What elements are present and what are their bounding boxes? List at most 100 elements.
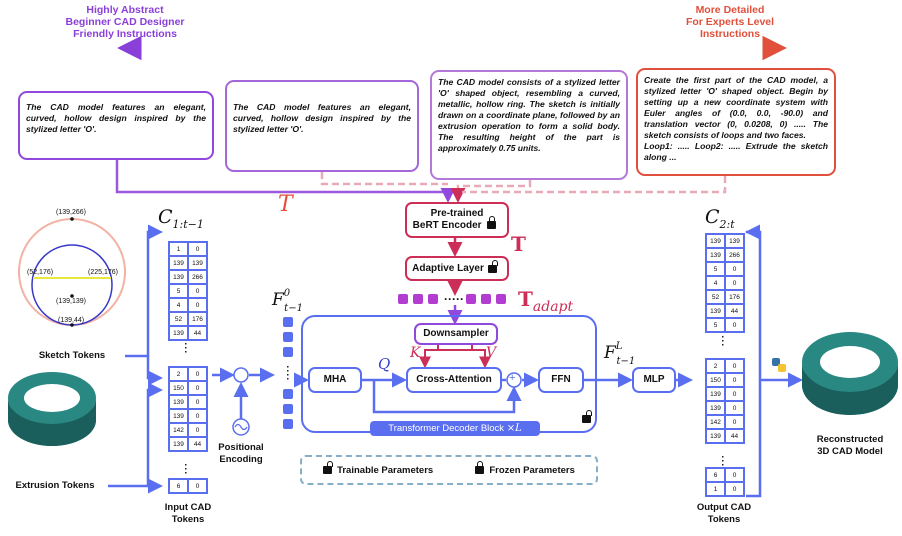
legend-trainable: Trainable Parameters [323, 460, 434, 476]
token-cell: 2 [169, 367, 188, 381]
c-output-sub: 2:t [719, 218, 735, 231]
f0-sub: t−1 [284, 303, 303, 314]
detailed-header-line1: More Detailed [695, 4, 765, 16]
token-cell: 2 [706, 359, 725, 373]
token-cell: 0 [725, 262, 744, 276]
input-cad-line2: Tokens [171, 514, 205, 525]
input-cad-tokens-label: Input CAD Tokens [148, 502, 228, 526]
decoder-trainable-lock-icon [582, 409, 592, 423]
token-cell: 142 [706, 415, 725, 429]
token-cell: 0 [188, 409, 207, 423]
token-cell: 0 [188, 367, 207, 381]
token-cell: 266 [188, 270, 207, 284]
token-cell: 5 [706, 262, 725, 276]
t-bold-symbol: T [511, 232, 526, 256]
input-token-ellipsis: ··· [184, 460, 188, 479]
token-cell: 139 [706, 429, 725, 443]
token-cell: 0 [725, 359, 744, 373]
positional-encoding-label: Positional Encoding [206, 442, 276, 466]
token-cell: 150 [706, 373, 725, 387]
downsampler-block: Downsampler [414, 323, 498, 345]
token-cell: 0 [725, 276, 744, 290]
reconstructed-model-label: Reconstructed 3D CAD Model [800, 434, 900, 458]
mha-block: MHA [308, 367, 362, 393]
trainable-legend-label: Trainable Parameters [337, 464, 434, 476]
token-cell: 0 [725, 482, 744, 496]
prompt-text-beginner: The CAD model features an elegant, curve… [233, 102, 411, 134]
token-cell: 44 [188, 437, 207, 451]
token-cell: 4 [169, 298, 188, 312]
adapt-token-square [496, 294, 506, 304]
output-token-ellipsis: ··· [721, 332, 725, 351]
token-cell: 176 [725, 290, 744, 304]
output-cad-tokens-label: Output CAD Tokens [684, 502, 764, 526]
output-cad-line2: Tokens [707, 514, 741, 525]
token-cell: 139 [706, 401, 725, 415]
f0-base: F [272, 290, 284, 310]
trainable-lock-icon [487, 259, 498, 273]
token-cell: 142 [169, 423, 188, 437]
reconstructed-line1: Reconstructed [816, 434, 884, 445]
token-cell: 4 [706, 276, 725, 290]
adaptive-layer-label: Adaptive Layer [412, 262, 484, 274]
extrusion-tokens-label: Extrusion Tokens [15, 480, 95, 491]
token-cell: 0 [725, 387, 744, 401]
fl-sub: t−1 [616, 356, 636, 367]
positional-line2: Encoding [219, 454, 263, 465]
token-cell: 0 [725, 468, 744, 482]
token-cell: 5 [706, 318, 725, 332]
ffn-block: FFN [538, 367, 584, 393]
token-cell: 139 [188, 256, 207, 270]
token-cell: 52 [169, 312, 188, 326]
output-cad-line1: Output CAD [696, 502, 752, 513]
c-input-symbol: C1:t−1 [158, 206, 204, 231]
adapt-token-square [481, 294, 491, 304]
detailed-header-line2: For Experts Level [685, 16, 775, 28]
token-cell: 1 [706, 482, 725, 496]
prompt-text-expert: Create the first part of the CAD model, … [644, 75, 828, 140]
fl-symbol: FLt−1 [604, 341, 641, 367]
t-italic-symbol: T [278, 192, 293, 217]
sketch-tokens-label: Sketch Tokens [38, 350, 106, 361]
token-cell: 0 [725, 373, 744, 387]
cross-attention-block: Cross-Attention [406, 367, 502, 393]
prompt-box-beginner: The CAD model features an elegant, curve… [225, 80, 419, 172]
adapt-token-square [466, 294, 476, 304]
frozen-legend-label: Frozen Parameters [489, 464, 575, 476]
decoder-times-l: ×L [506, 423, 522, 434]
token-cell: 139 [706, 248, 725, 262]
abstract-header: Highly Abstract Beginner CAD Designer Fr… [40, 4, 210, 40]
sketch-point-bottom: (139,44) [58, 317, 85, 324]
prompt-box-abstract: The CAD model features an elegant, curve… [18, 91, 214, 160]
bert-encoder-line2: BeRT Encoder [412, 220, 482, 231]
sketch-point-right: (225,176) [88, 269, 118, 276]
token-cell: 0 [188, 242, 207, 256]
input-token-ellipsis: ··· [184, 339, 188, 358]
adaptive-layer-block: Adaptive Layer [405, 256, 509, 281]
token-cell: 0 [725, 415, 744, 429]
positional-line1: Positional [218, 442, 264, 453]
token-cell: 6 [706, 468, 725, 482]
bert-encoder-line1: Pre-trained [430, 208, 484, 219]
token-cell: 139 [706, 304, 725, 318]
token-cell: 5 [169, 284, 188, 298]
token-cell: 0 [188, 284, 207, 298]
token-cell: 139 [169, 437, 188, 451]
prompt-box-intermediate: The CAD model consists of a stylized let… [430, 70, 628, 180]
token-cell: 150 [169, 381, 188, 395]
input-cad-line1: Input CAD [164, 502, 212, 513]
token-cell: 139 [169, 409, 188, 423]
parameter-legend: Trainable Parameters Frozen Parameters [300, 455, 598, 485]
token-cell: 139 [169, 326, 188, 340]
embedding-square [283, 389, 293, 399]
token-cell: 139 [706, 387, 725, 401]
token-cell: 44 [725, 304, 744, 318]
adapt-token-square [398, 294, 408, 304]
c-output-symbol: C2:t [705, 206, 735, 231]
token-cell: 44 [188, 326, 207, 340]
token-cell: 266 [725, 248, 744, 262]
